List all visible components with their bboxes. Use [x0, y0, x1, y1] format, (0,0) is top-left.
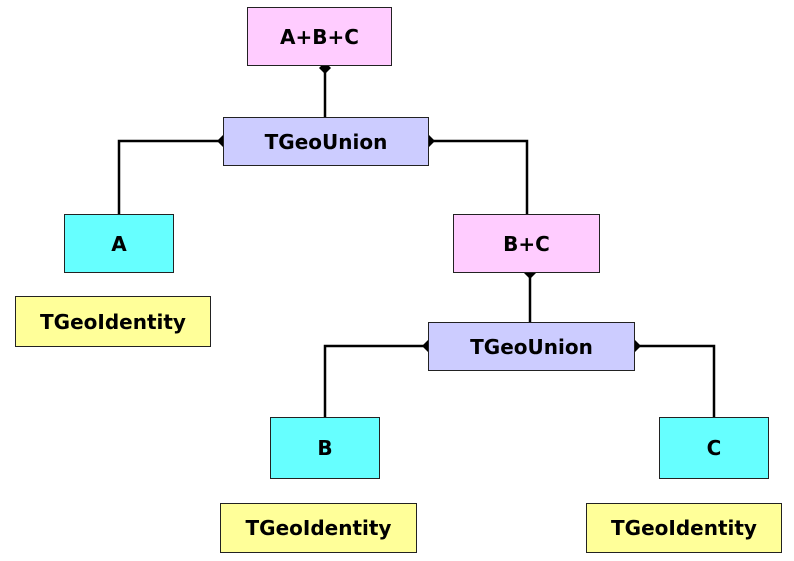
node-label: B+C	[503, 231, 550, 256]
node-label: A	[111, 231, 127, 256]
node-label: TGeoUnion	[264, 129, 388, 154]
node-label: A+B+C	[280, 24, 359, 49]
node-label: B	[317, 436, 333, 460]
node-tgeoidentity-a: TGeoIdentity	[15, 296, 211, 347]
node-c: C	[659, 417, 769, 479]
node-tgeounion-top: TGeoUnion	[223, 117, 429, 166]
edge-union-bottom-c	[635, 344, 716, 417]
node-label: TGeoIdentity	[245, 516, 392, 540]
edge-union-top-bc	[429, 139, 529, 214]
edge-union-bottom-b	[323, 344, 428, 417]
node-b: B	[270, 417, 380, 479]
node-label: TGeoIdentity	[611, 516, 757, 540]
edge-union-top-a	[117, 139, 223, 214]
node-a: A	[64, 214, 174, 273]
node-b-plus-c: B+C	[453, 214, 600, 273]
node-label: TGeoUnion	[470, 334, 593, 359]
node-tgeoidentity-c: TGeoIdentity	[586, 503, 782, 553]
node-label: C	[706, 436, 722, 460]
node-a-plus-b-plus-c: A+B+C	[247, 7, 392, 66]
node-tgeounion-bottom: TGeoUnion	[428, 322, 635, 371]
node-tgeoidentity-b: TGeoIdentity	[220, 503, 417, 553]
node-label: TGeoIdentity	[40, 309, 186, 334]
